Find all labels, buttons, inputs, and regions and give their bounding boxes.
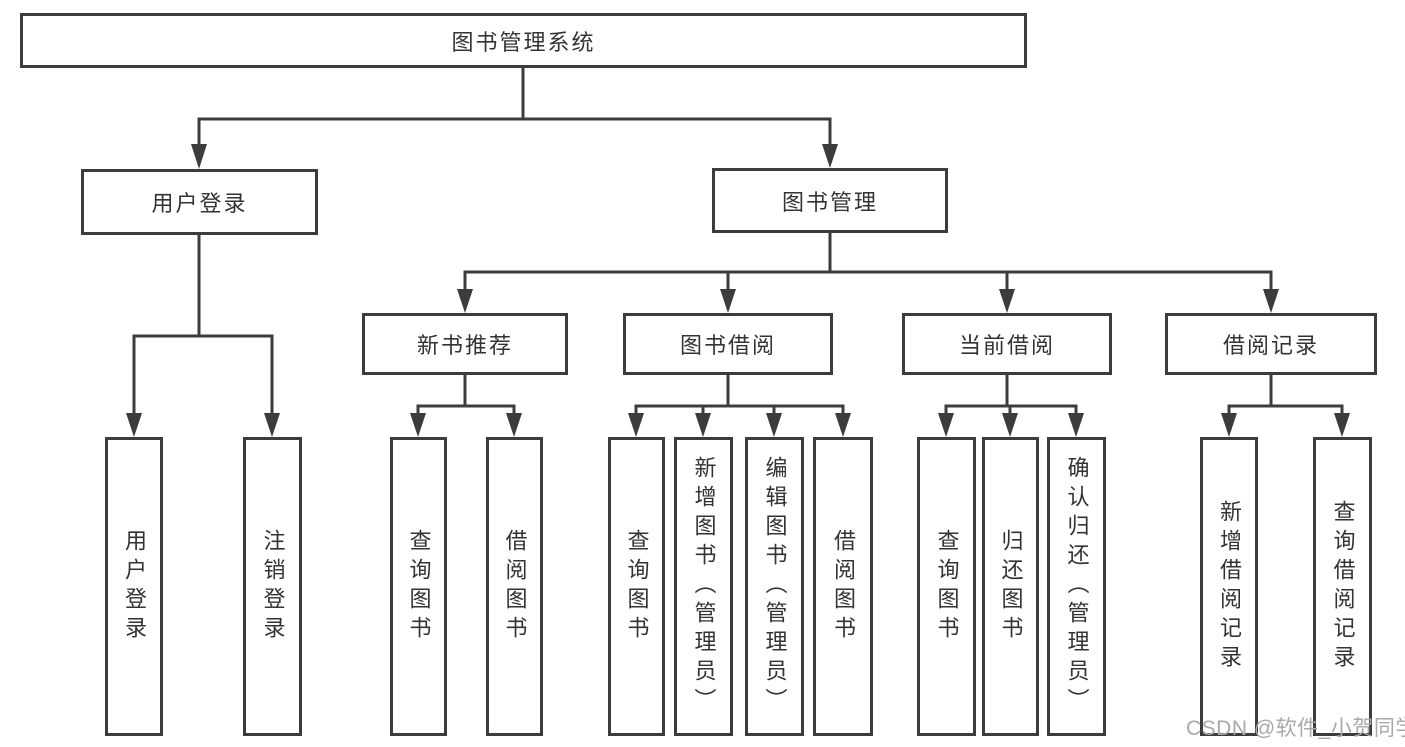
- node-book-management-label: 图书管理: [781, 189, 878, 215]
- leaf-add-borrow-record: 新增借阅记录: [1200, 437, 1258, 736]
- leaf-query-book-current: 查询图书: [917, 437, 976, 736]
- node-borrowing-records: 借阅记录: [1165, 313, 1377, 375]
- leaf-query-borrow-record-label: 查询借阅记录: [1330, 499, 1356, 674]
- leaf-edit-book-admin-label: 编辑图书（管理员）: [762, 456, 788, 717]
- node-book-borrowing: 图书借阅: [623, 313, 833, 375]
- leaf-logout-label: 注销登录: [260, 528, 286, 645]
- leaf-return-book: 归还图书: [982, 437, 1039, 736]
- leaf-user-login-label: 用户登录: [122, 528, 147, 645]
- leaf-query-book-recommend-label: 查询图书: [406, 528, 432, 645]
- leaf-add-borrow-record-label: 新增借阅记录: [1217, 499, 1242, 674]
- leaf-query-book-recommend: 查询图书: [390, 437, 447, 736]
- node-new-book-recommend: 新书推荐: [362, 313, 568, 375]
- leaf-confirm-return-admin: 确认归还（管理员）: [1047, 437, 1106, 736]
- node-book-management: 图书管理: [712, 168, 948, 233]
- leaf-borrow-book-recommend: 借阅图书: [486, 437, 543, 736]
- node-user-login-label: 用户登录: [151, 191, 248, 216]
- node-current-borrowing: 当前借阅: [902, 313, 1112, 375]
- leaf-add-book-admin-label: 新增图书（管理员）: [691, 456, 717, 717]
- leaf-add-book-admin: 新增图书（管理员）: [674, 437, 733, 736]
- leaf-borrow-book: 借阅图书: [813, 437, 873, 736]
- node-borrowing-records-label: 借阅记录: [1222, 333, 1319, 358]
- leaf-confirm-return-admin-label: 确认归还（管理员）: [1064, 456, 1090, 717]
- leaf-edit-book-admin: 编辑图书（管理员）: [745, 437, 804, 736]
- node-user-login: 用户登录: [81, 169, 318, 235]
- node-current-borrowing-label: 当前借阅: [958, 333, 1055, 358]
- leaf-query-book-borrowing: 查询图书: [608, 437, 665, 736]
- node-book-borrowing-label: 图书借阅: [679, 333, 776, 358]
- leaf-query-book-borrowing-label: 查询图书: [624, 528, 650, 645]
- csdn-watermark: CSDN @软件_小贺同学: [1186, 717, 1405, 740]
- leaf-query-book-current-label: 查询图书: [934, 528, 960, 645]
- node-new-book-recommend-label: 新书推荐: [416, 333, 513, 358]
- leaf-logout: 注销登录: [243, 437, 302, 736]
- node-root-system-label: 图书管理系统: [451, 29, 596, 55]
- node-root-system: 图书管理系统: [20, 13, 1027, 68]
- leaf-borrow-book-recommend-label: 借阅图书: [502, 528, 528, 645]
- leaf-return-book-label: 归还图书: [998, 528, 1024, 645]
- leaf-query-borrow-record: 查询借阅记录: [1313, 437, 1372, 736]
- leaf-borrow-book-label: 借阅图书: [831, 528, 856, 645]
- leaf-user-login: 用户登录: [105, 437, 163, 736]
